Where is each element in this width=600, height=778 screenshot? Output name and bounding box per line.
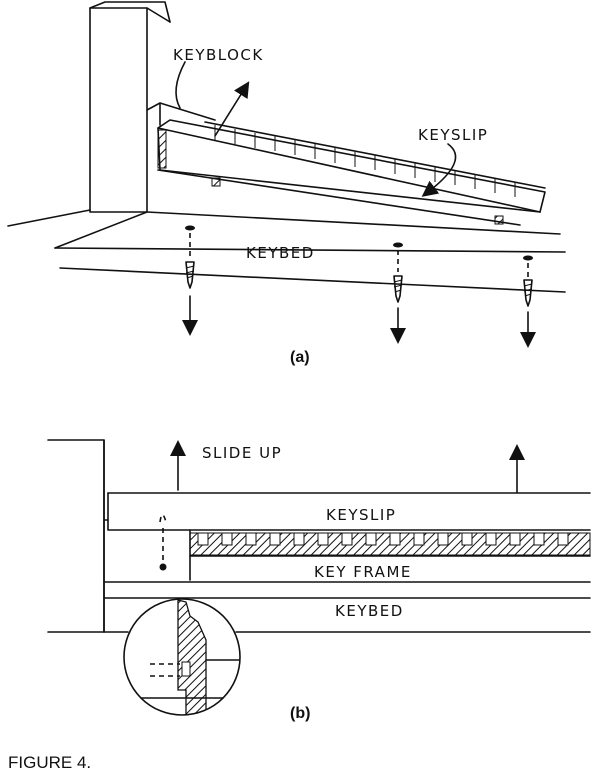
keybed-a	[54, 211, 566, 293]
label-key-frame: KEY FRAME	[314, 563, 412, 581]
keyblock	[89, 1, 216, 213]
detail-circle	[123, 598, 241, 716]
label-keybed-a: KEYBED	[246, 244, 315, 262]
keyslip-arrow	[421, 143, 457, 197]
label-keyslip-a: KEYSLIP	[418, 126, 488, 144]
label-keyslip-b: KEYSLIP	[326, 506, 396, 524]
panel-a: KEYBLOCK KEYSLIP KEYBED (a)	[7, 1, 566, 366]
panel-b: SLIDE UP KEYSLIP KEY FRAME KEYBED (b)	[47, 439, 591, 722]
screw-2	[390, 242, 406, 344]
label-keybed-b: KEYBED	[335, 602, 404, 620]
keyslip-a	[157, 119, 546, 226]
sublabel-a: (a)	[290, 349, 310, 366]
sublabel-b: (b)	[290, 705, 310, 722]
keyslip-b	[103, 492, 591, 531]
label-keyblock: KEYBLOCK	[173, 46, 264, 64]
keybed-b	[47, 597, 591, 633]
screw-3	[520, 255, 536, 348]
key-row	[189, 532, 591, 556]
label-slide-up: SLIDE UP	[202, 444, 282, 462]
figure-caption: FIGURE 4.	[8, 753, 91, 772]
keyblock-leader	[175, 61, 186, 109]
key-frame	[103, 529, 591, 583]
lift-arrow	[214, 81, 250, 137]
dowel-pin	[159, 514, 167, 571]
screw-1	[182, 225, 198, 336]
